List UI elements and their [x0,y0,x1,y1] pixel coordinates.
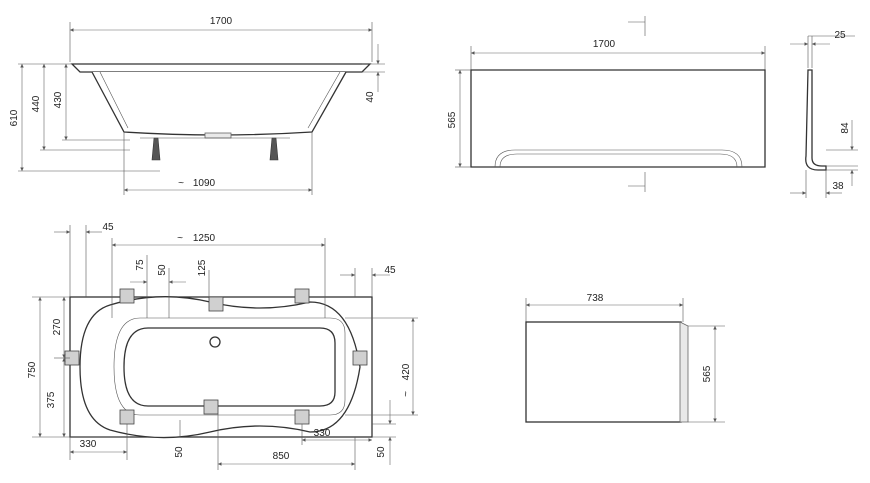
top-inner-length: 1250 [193,233,216,244]
top-right-offset: 45 [384,265,396,276]
side-rim-thickness: 40 [365,91,376,103]
bracket-bottom-right [294,409,310,425]
top-approx-symbol-right: ~ [401,391,412,397]
faucet-top [208,296,224,312]
top-left-offset: 45 [102,222,114,233]
tub-body [91,71,347,136]
top-leg-center-span: 850 [273,451,290,462]
bracket-top-left [119,288,135,304]
end-panel-height: 565 [702,365,713,382]
top-leg-offset-50: 50 [157,264,168,276]
drain-hole [209,336,221,348]
side-leg-span: 1090 [193,178,216,189]
bracket-top-right [294,288,310,304]
side-rim-floor: 440 [31,95,42,112]
end-panel [525,321,682,423]
top-half-width: 375 [46,391,57,408]
top-view: 45 ~ 1250 75 50 125 45 750 270 375 [27,222,418,470]
end-panel-view: 738 565 [525,293,725,423]
side-depth: 430 [53,91,64,108]
profile-base: 38 [832,181,844,192]
side-length-label: 1700 [210,16,233,27]
front-panel-view: 1700 565 [447,16,766,192]
front-panel-length: 1700 [593,39,616,50]
top-bottom-right-offset: 50 [376,446,387,458]
tub-rim [70,63,372,73]
top-inner-width: 420 [401,363,412,380]
leg-right [269,137,279,161]
top-left-leg-offset: 330 [80,439,97,450]
bracket-right [352,350,368,366]
top-leg-offset-75: 75 [135,259,146,271]
side-view: 1700 610 440 430 40 ~ 1090 [9,16,385,195]
panel-profile [805,69,827,171]
panel-profile-view: 25 84 38 [790,30,858,198]
drain-fitting [204,132,232,139]
top-overall-width: 750 [27,361,38,378]
bracket-bottom-left [119,409,135,425]
top-drain-offset: 125 [197,259,208,276]
faucet-bottom [203,399,219,415]
front-panel-height: 565 [447,111,458,128]
profile-return: 84 [840,122,851,134]
top-bottom-leg-y: 50 [174,446,185,458]
top-upper-offset: 270 [52,318,63,335]
leg-left [151,137,161,161]
leg-brackets [64,288,368,425]
profile-top-width: 25 [834,30,846,41]
top-approx-symbol: ~ [177,233,183,244]
side-total-height: 610 [9,109,20,126]
top-right-leg-offset: 330 [314,428,331,439]
side-approx-symbol: ~ [178,178,184,189]
end-panel-length: 738 [587,293,604,304]
front-panel [470,69,766,168]
